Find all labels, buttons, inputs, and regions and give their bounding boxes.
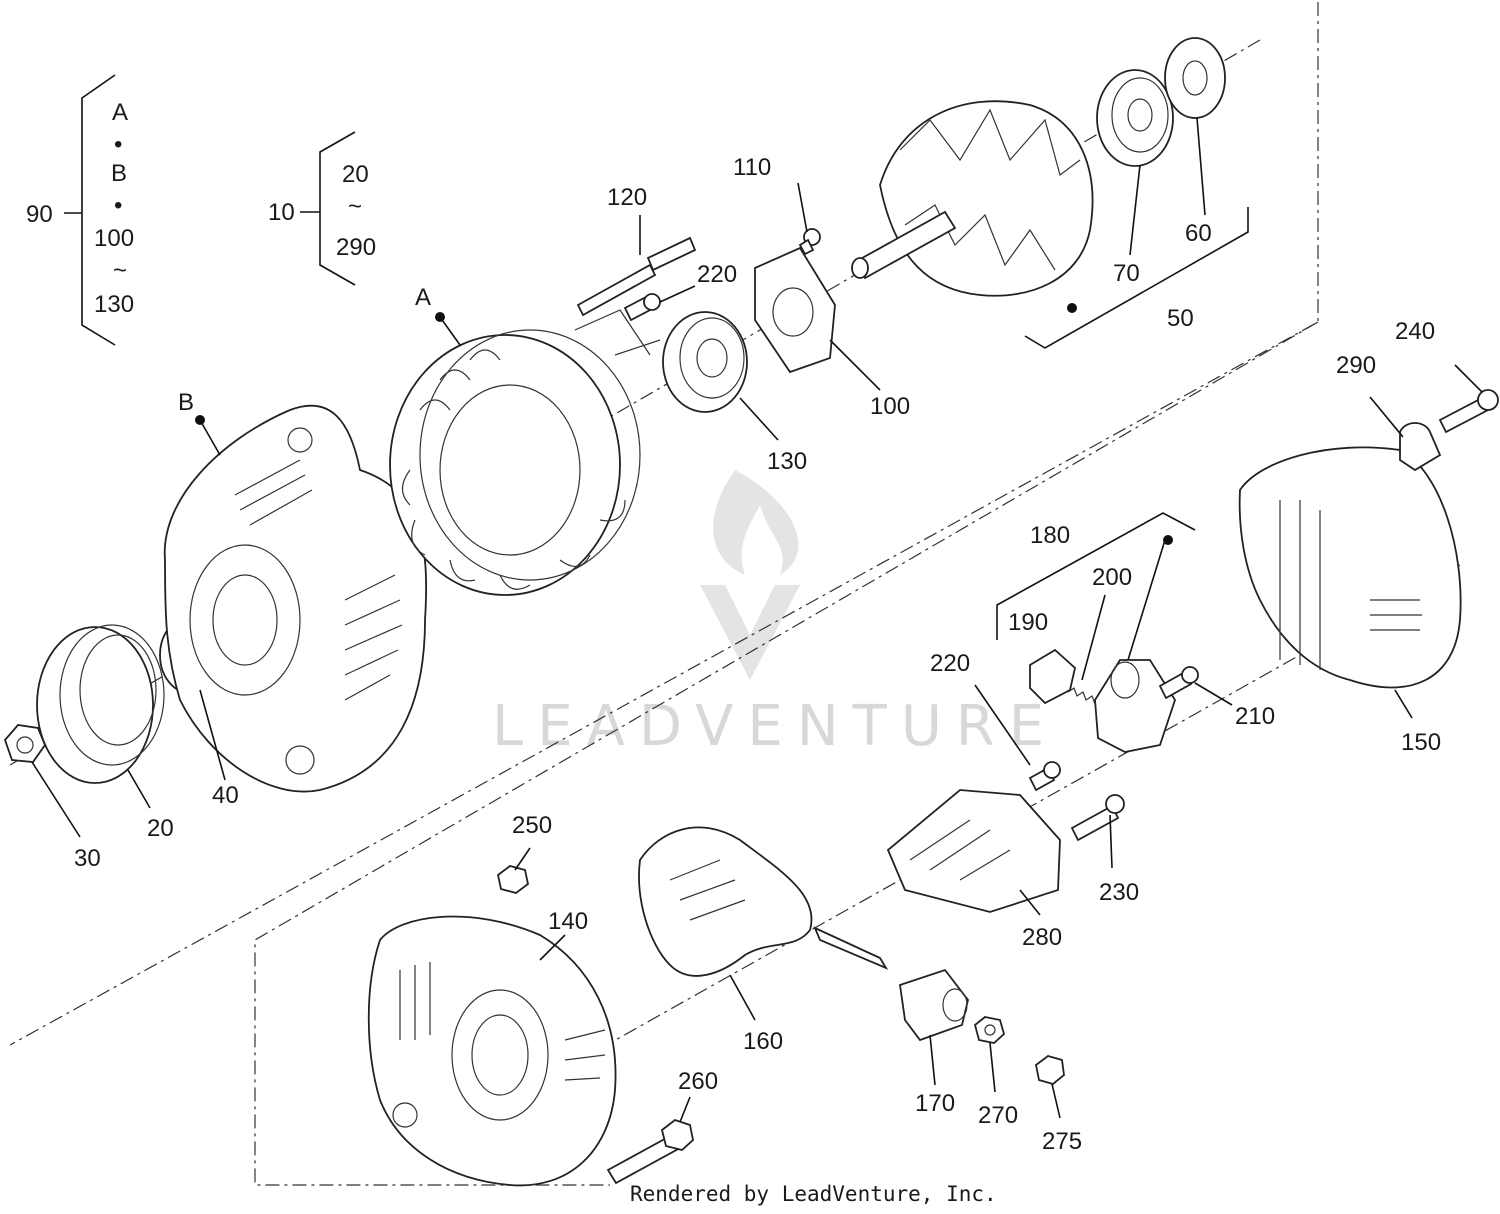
marker-b-label: B: [178, 389, 194, 416]
callout-60: 60: [1185, 220, 1212, 247]
callout-220-upper: 220: [697, 261, 737, 288]
drive-end-frame-b: [163, 404, 428, 793]
group-90-number: 90: [26, 201, 53, 228]
group-90-item-100: 100: [94, 225, 134, 252]
nut-275: [1035, 1055, 1065, 1085]
group-10-item-20: 20: [342, 161, 369, 188]
callout-140: 140: [548, 908, 588, 935]
callout-40: 40: [212, 782, 239, 809]
callout-200: 200: [1092, 564, 1132, 591]
callout-30: 30: [74, 845, 101, 872]
group-90-bracket: [64, 74, 116, 346]
callout-250: 250: [512, 812, 552, 839]
callout-170: 170: [915, 1090, 955, 1117]
rear-cover-150: [1238, 446, 1462, 689]
group-90-dot-1: •: [114, 131, 122, 158]
group-10-bracket: [300, 131, 356, 286]
bracket-180: [996, 512, 1196, 640]
callout-labels: 120 110 220 100 130 70 60 50 240 290 180…: [74, 154, 1441, 1155]
callout-20: 20: [147, 815, 174, 842]
brush-holder: [1094, 659, 1176, 753]
group-90-item-a: A: [112, 99, 128, 126]
screw-210: [1158, 666, 1199, 700]
screw-220-lower: [1028, 761, 1061, 792]
group-90-dot-2: •: [114, 192, 122, 219]
insulator-170: [899, 968, 969, 1042]
leader-lines: [31, 117, 1483, 1123]
stud-bolt-120: [576, 236, 697, 317]
callout-260: 260: [678, 1068, 718, 1095]
group-90-labels: 90 A • B • 100 ~ 130: [26, 99, 134, 318]
marker-dots: [195, 303, 1173, 545]
rear-frame-140: [367, 915, 617, 1187]
group-10-range: ~: [348, 193, 362, 220]
bolt-260: [606, 1118, 694, 1185]
stator-a: [389, 309, 661, 596]
regulator-280: [886, 789, 1061, 913]
nut-250: [496, 865, 530, 894]
callout-240: 240: [1395, 318, 1435, 345]
callout-280: 280: [1022, 924, 1062, 951]
callout-110: 110: [733, 154, 771, 181]
group-10-labels: 10 20 ~ 290: [268, 161, 376, 261]
callout-210: 210: [1235, 703, 1275, 730]
callout-275: 275: [1042, 1128, 1082, 1155]
callout-150: 150: [1401, 729, 1441, 756]
callout-190: 190: [1008, 609, 1048, 636]
group-10-item-290: 290: [336, 234, 376, 261]
bearing-cover-60: [1164, 37, 1226, 119]
callout-160: 160: [743, 1028, 783, 1055]
group-90-item-130: 130: [94, 291, 134, 318]
nut-30: [3, 724, 47, 763]
bracket-50: [1024, 207, 1249, 349]
screw-110: [798, 228, 821, 256]
callout-230: 230: [1099, 879, 1139, 906]
clamp-290: [1399, 422, 1442, 472]
callout-220-lower: 220: [930, 650, 970, 677]
marker-a-label: A: [415, 284, 431, 311]
group-90-item-b: B: [111, 160, 127, 187]
callout-100: 100: [870, 393, 910, 420]
callout-130: 130: [767, 448, 807, 475]
footer-credit: Rendered by LeadVenture, Inc.: [630, 1182, 997, 1206]
bolt-240: [1438, 389, 1499, 434]
callout-70: 70: [1113, 260, 1140, 287]
screw-220-upper: [623, 293, 661, 322]
group-10-number: 10: [268, 199, 295, 226]
rotor-50: [851, 100, 1094, 297]
rectifier-160: [638, 826, 889, 977]
callout-50: 50: [1167, 305, 1194, 332]
callout-180: 180: [1030, 522, 1070, 549]
nut-270: [973, 1016, 1006, 1044]
group-90-range: ~: [113, 257, 127, 284]
callout-290: 290: [1336, 352, 1376, 379]
screw-230: [1070, 794, 1125, 842]
bearing-70: [1096, 69, 1174, 167]
spring-200: [1067, 687, 1096, 705]
retainer-plate-100: [754, 246, 836, 374]
callout-120: 120: [607, 184, 647, 211]
callout-270: 270: [978, 1102, 1018, 1129]
brush-190: [1029, 648, 1076, 705]
bearing-130: [662, 311, 748, 413]
watermark-text: LEADVENTURE: [492, 694, 1058, 759]
pulley-20: [36, 624, 165, 784]
